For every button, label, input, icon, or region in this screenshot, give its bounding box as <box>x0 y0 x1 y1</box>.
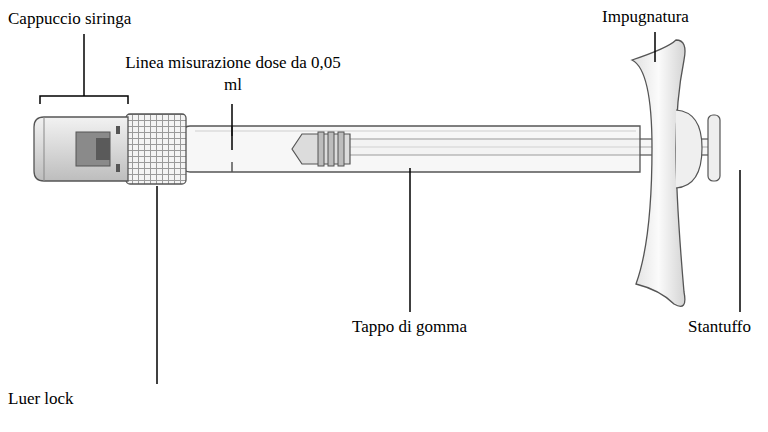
part-label: Impugnatura <box>602 6 689 28</box>
syringe-cap <box>34 117 128 181</box>
part-label: Linea misurazione dose da 0,05 ml <box>118 52 348 96</box>
syringe-barrel <box>183 126 640 172</box>
rubber-stopper <box>292 132 350 166</box>
leader-lines <box>40 32 740 384</box>
part-label: Stantuffo <box>688 316 751 338</box>
finger-grip <box>632 40 702 306</box>
luer-lock <box>126 114 186 184</box>
part-label: Luer lock <box>8 388 74 410</box>
part-label: Tappo di gomma <box>352 316 467 338</box>
part-label: Cappuccio siringa <box>8 8 131 30</box>
